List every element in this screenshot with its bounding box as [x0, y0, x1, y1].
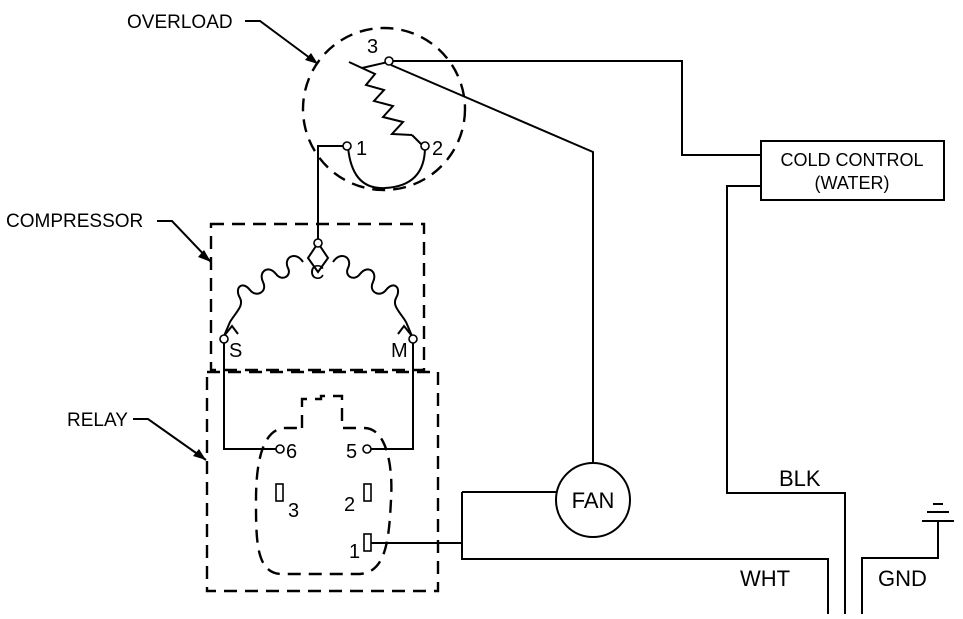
compressor-arrowhead: [198, 250, 211, 262]
compressor-start-winding: [223, 254, 304, 337]
compressor-callout-label: COMPRESSOR: [6, 211, 143, 232]
compressor-leader-line: [157, 220, 212, 263]
relay-housing: [205, 370, 440, 593]
compressor-main-post: [397, 324, 413, 337]
wire-label-black: BLK: [779, 466, 821, 491]
relay: 6 5 3 2 1: [205, 370, 440, 593]
overload-heater-top-lead: [361, 61, 389, 69]
wiring: [223, 60, 954, 614]
relay-terminal-3-spade: [275, 483, 284, 502]
wire-overload-to-fan: [390, 64, 594, 463]
wire-overload-to-compressor-common: [317, 145, 343, 239]
overload-leader-line: [245, 20, 319, 65]
compressor: C S M: [209, 222, 426, 372]
compressor-terminal-m-label: M: [391, 340, 408, 362]
compressor-terminal-c-label: C: [310, 262, 324, 284]
overload-terminal-1-label: 1: [356, 138, 367, 160]
cold-control-label-line1: COLD CONTROL: [780, 150, 923, 170]
relay-terminal-6: [275, 444, 285, 454]
fan-motor: FAN: [555, 462, 631, 538]
compressor-callout: COMPRESSOR: [6, 211, 212, 263]
fan-motor-label: FAN: [572, 488, 615, 513]
compressor-main-winding: [332, 254, 413, 337]
compressor-terminal-s: [219, 334, 229, 344]
overload-terminal-2-label: 2: [432, 138, 443, 160]
overload-callout-label: OVERLOAD: [127, 12, 233, 33]
relay-callout: RELAY: [67, 410, 207, 461]
relay-terminal-5: [362, 444, 372, 454]
relay-terminal-5-label: 5: [346, 441, 357, 463]
overload-housing: [301, 26, 467, 192]
relay-terminal-6-label: 6: [286, 441, 297, 463]
wire-ground: [861, 522, 939, 614]
relay-terminal-2-label: 2: [344, 494, 355, 516]
cold-control-label-line2: (WATER): [815, 173, 890, 193]
wire-label-ground: GND: [878, 566, 927, 591]
overload-terminal-3: [384, 56, 394, 66]
wire-overload-to-cold-control: [393, 60, 761, 156]
overload-heater-coil: [348, 61, 413, 136]
wire-start-to-relay-6: [223, 343, 276, 450]
overload-terminal-3-label: 3: [367, 36, 378, 58]
relay-arrowhead: [193, 449, 206, 460]
cold-control-box: [760, 140, 945, 201]
overload-protector: 3 1 2: [301, 26, 467, 192]
relay-terminal-1-spade: [363, 533, 372, 552]
relay-leader-line: [133, 418, 207, 461]
overload-terminal-1: [342, 141, 352, 151]
overload-callout: OVERLOAD: [127, 12, 319, 65]
relay-terminal-3-label: 3: [288, 500, 299, 522]
relay-terminal-1-label: 1: [349, 541, 360, 563]
overload-bimetal-disc: [347, 146, 426, 190]
compressor-terminal-c: [313, 238, 323, 248]
wire-main-to-relay-5: [371, 343, 414, 450]
cold-control: COLD CONTROL (WATER): [760, 140, 945, 201]
relay-terminal-2-spade: [363, 483, 372, 502]
wire-black-line: [726, 185, 846, 614]
compressor-common-post: [306, 241, 330, 274]
compressor-terminal-m: [408, 334, 418, 344]
overload-terminal-2: [420, 141, 430, 151]
compressor-start-post: [223, 324, 239, 337]
relay-callout-label: RELAY: [67, 410, 128, 431]
compressor-terminal-s-label: S: [229, 340, 242, 362]
overload-arrowhead: [305, 53, 318, 64]
relay-body-outline: [254, 394, 393, 576]
wire-label-white: WHT: [740, 566, 790, 591]
wire-white-neutral: [461, 492, 829, 614]
